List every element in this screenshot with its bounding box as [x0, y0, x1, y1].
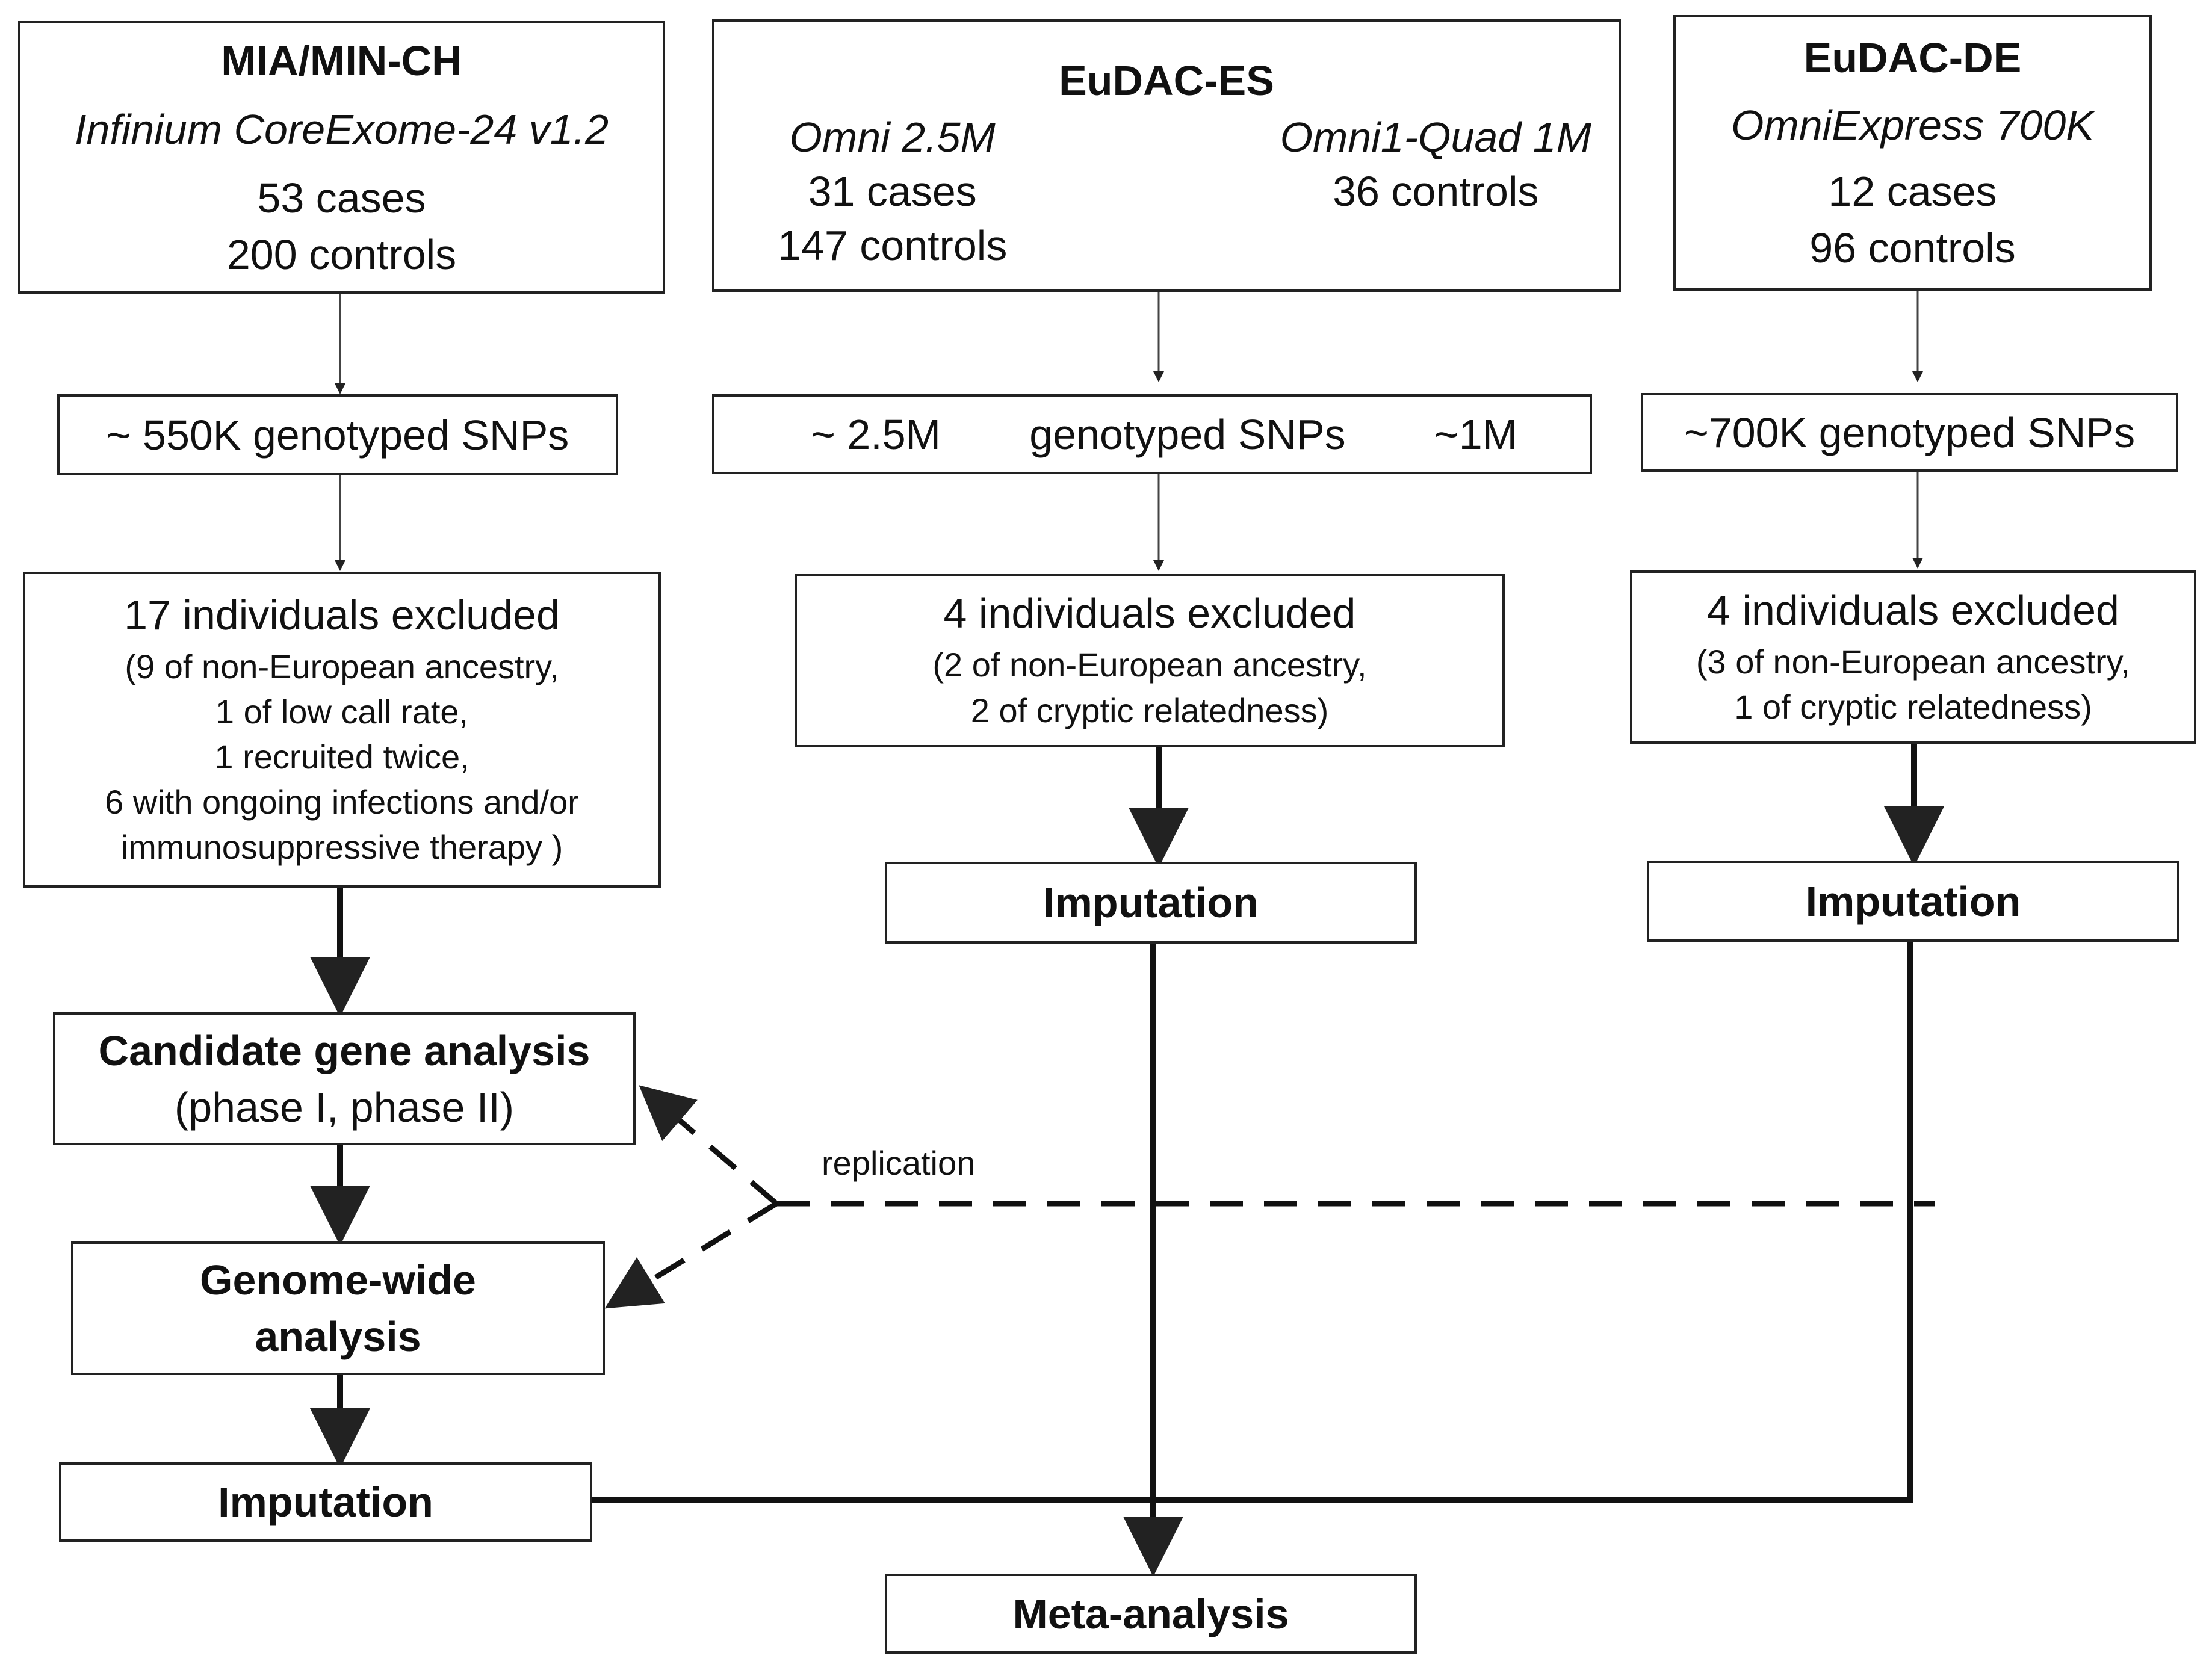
es-imputation: Imputation — [1043, 879, 1259, 926]
de-excluded-box: 4 individuals excluded (3 of non-Europea… — [1630, 570, 2196, 744]
es-excluded-detail: (2 of non-European ancestry, — [932, 646, 1367, 684]
de-imputation-box: Imputation — [1647, 861, 2179, 942]
de-controls: 96 controls — [1809, 224, 2016, 271]
mia-excluded-detail: 1 of low call rate, — [215, 692, 469, 731]
candidate-title: Candidate gene analysis — [98, 1027, 590, 1074]
de-excluded-detail: 1 of cryptic relatedness) — [1734, 688, 2092, 726]
es-controls-a: 147 controls — [778, 222, 1008, 269]
replication-arrow-to-genome — [604, 1201, 778, 1309]
genome-wide-box: Genome-wide analysis — [71, 1241, 605, 1375]
de-cases: 12 cases — [1828, 168, 1997, 215]
mia-excluded-detail: 6 with ongoing infections and/or — [105, 783, 579, 821]
es-excluded-detail: 2 of cryptic relatedness) — [970, 691, 1329, 729]
es-platform-a: Omni 2.5M — [789, 114, 996, 161]
genome-line1: Genome-wide — [200, 1257, 476, 1303]
es-excluded-title: 4 individuals excluded — [943, 590, 1356, 637]
mia-excluded-detail: (9 of non-European ancestry, — [125, 647, 559, 685]
es-snps-b: ~1M — [1434, 410, 1517, 458]
de-snps: ~700K genotyped SNPs — [1684, 409, 2136, 456]
es-snps-a: ~ 2.5M — [811, 410, 941, 458]
mia-excluded-detail: 1 recruited twice, — [214, 737, 469, 776]
meta-analysis-box: Meta-analysis — [885, 1574, 1417, 1654]
es-cohort-box: EuDAC-ES Omni 2.5M 31 cases 147 controls… — [712, 19, 1621, 292]
es-platform-b: Omni1-Quad 1M — [1280, 114, 1591, 161]
es-excluded-box: 4 individuals excluded (2 of non-Europea… — [795, 574, 1505, 747]
mia-controls: 200 controls — [226, 230, 457, 278]
es-imputation-box: Imputation — [885, 862, 1417, 944]
es-cases: 31 cases — [808, 168, 977, 215]
de-title: EuDAC-DE — [1803, 34, 2022, 81]
de-platform: OmniExpress 700K — [1730, 102, 2095, 149]
mia-cases: 53 cases — [257, 174, 426, 221]
replication-arrow-to-candidate — [639, 1085, 778, 1206]
es-title: EuDAC-ES — [1059, 57, 1274, 104]
mia-platform: Infinium CoreExome-24 v1.2 — [74, 105, 609, 153]
genome-line2: analysis — [255, 1313, 421, 1360]
mia-title: MIA/MIN-CH — [221, 37, 462, 84]
de-snps-box: ~700K genotyped SNPs — [1641, 393, 2178, 472]
es-snps-box: ~ 2.5M genotyped SNPs ~1M — [712, 394, 1592, 474]
mia-excluded-title: 17 individuals excluded — [124, 591, 560, 639]
mia-imputation: Imputation — [218, 1479, 433, 1526]
mia-cohort-box: MIA/MIN-CH Infinium CoreExome-24 v1.2 53… — [18, 21, 665, 294]
replication-label: replication — [822, 1144, 976, 1182]
es-snps-mid: genotyped SNPs — [1029, 410, 1346, 458]
de-imputation: Imputation — [1805, 877, 2021, 925]
de-excluded-detail: (3 of non-European ancestry, — [1696, 642, 2131, 681]
meta-analysis: Meta-analysis — [1012, 1590, 1289, 1637]
candidate-sub: (phase I, phase II) — [174, 1083, 515, 1131]
mia-snps-box: ~ 550K genotyped SNPs — [57, 394, 618, 475]
mia-excluded-box: 17 individuals excluded (9 of non-Europe… — [23, 572, 661, 888]
line-mia-imputation-to-merge — [591, 942, 1913, 1503]
de-excluded-title: 4 individuals excluded — [1707, 586, 2119, 634]
mia-excluded-detail: immunosuppressive therapy ) — [120, 828, 563, 867]
es-controls-b: 36 controls — [1333, 168, 1539, 215]
mia-snps: ~ 550K genotyped SNPs — [106, 411, 569, 459]
candidate-gene-box: Candidate gene analysis (phase I, phase … — [53, 1012, 636, 1145]
mia-imputation-box: Imputation — [59, 1462, 592, 1542]
de-cohort-box: EuDAC-DE OmniExpress 700K 12 cases 96 co… — [1673, 15, 2152, 291]
